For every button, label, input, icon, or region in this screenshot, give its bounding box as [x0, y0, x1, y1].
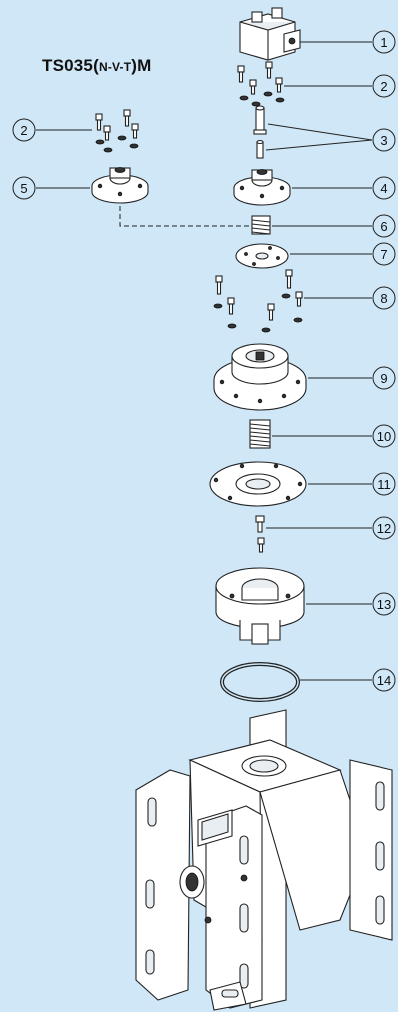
callout-circle-4: [372, 176, 396, 200]
callout-circle-1: [372, 30, 396, 54]
cover-bolts: [213, 269, 303, 333]
callout-number-8: 8: [380, 291, 387, 306]
callout-circle-13: [372, 592, 396, 616]
base-flange-5: [91, 167, 149, 204]
callout-circle-12: [372, 516, 396, 540]
pilot-plate: [235, 243, 289, 269]
callout-number-1: 1: [380, 35, 387, 50]
callout-circle-11: [372, 472, 396, 496]
callout-circle-9: [372, 366, 396, 390]
valve-body-main: [135, 709, 393, 1011]
spring-small: [251, 215, 271, 235]
o-ring: [220, 662, 300, 702]
callout-circle-10: [372, 424, 396, 448]
valve-cover: [213, 343, 307, 411]
callout-number-9: 9: [380, 371, 387, 386]
leader-line-3: [265, 139, 373, 151]
callout-circle-2: [12, 118, 36, 142]
title-model-letters: N-V-T: [98, 60, 132, 74]
bolts-left: [95, 109, 139, 153]
callout-number-2: 2: [380, 79, 387, 94]
valve-body-upper: [215, 567, 305, 645]
callout-circle-14: [372, 668, 396, 692]
bolts-right: [237, 61, 285, 107]
callout-circle-2: [372, 74, 396, 98]
plunger-stem: [253, 105, 267, 159]
dashed-connector: [119, 206, 250, 227]
diaphragm: [209, 461, 307, 507]
callout-circle-6: [372, 214, 396, 238]
callout-number-13: 13: [377, 597, 391, 612]
callout-number-4: 4: [380, 181, 387, 196]
callout-circle-7: [372, 242, 396, 266]
main-spring: [249, 419, 271, 449]
screws: [255, 515, 265, 553]
solenoid-coil: [239, 7, 301, 61]
callout-number-10: 10: [377, 429, 391, 444]
title-main: TS035(: [42, 56, 99, 75]
callout-number-2: 2: [20, 123, 27, 138]
callout-circle-5: [12, 176, 36, 200]
callout-number-5: 5: [20, 181, 27, 196]
callout-number-12: 12: [377, 521, 391, 536]
callout-number-7: 7: [380, 247, 387, 262]
leader-line-3: [267, 123, 373, 141]
title-suffix: )M: [131, 56, 152, 75]
diagram-title: TS035(N-V-T)M: [42, 56, 152, 76]
callout-number-11: 11: [377, 477, 391, 492]
callout-number-3: 3: [380, 133, 387, 148]
callout-number-14: 14: [377, 673, 391, 688]
base-flange-4: [233, 169, 291, 206]
callout-number-6: 6: [380, 219, 387, 234]
callout-circle-3: [372, 128, 396, 152]
callout-circle-8: [372, 286, 396, 310]
